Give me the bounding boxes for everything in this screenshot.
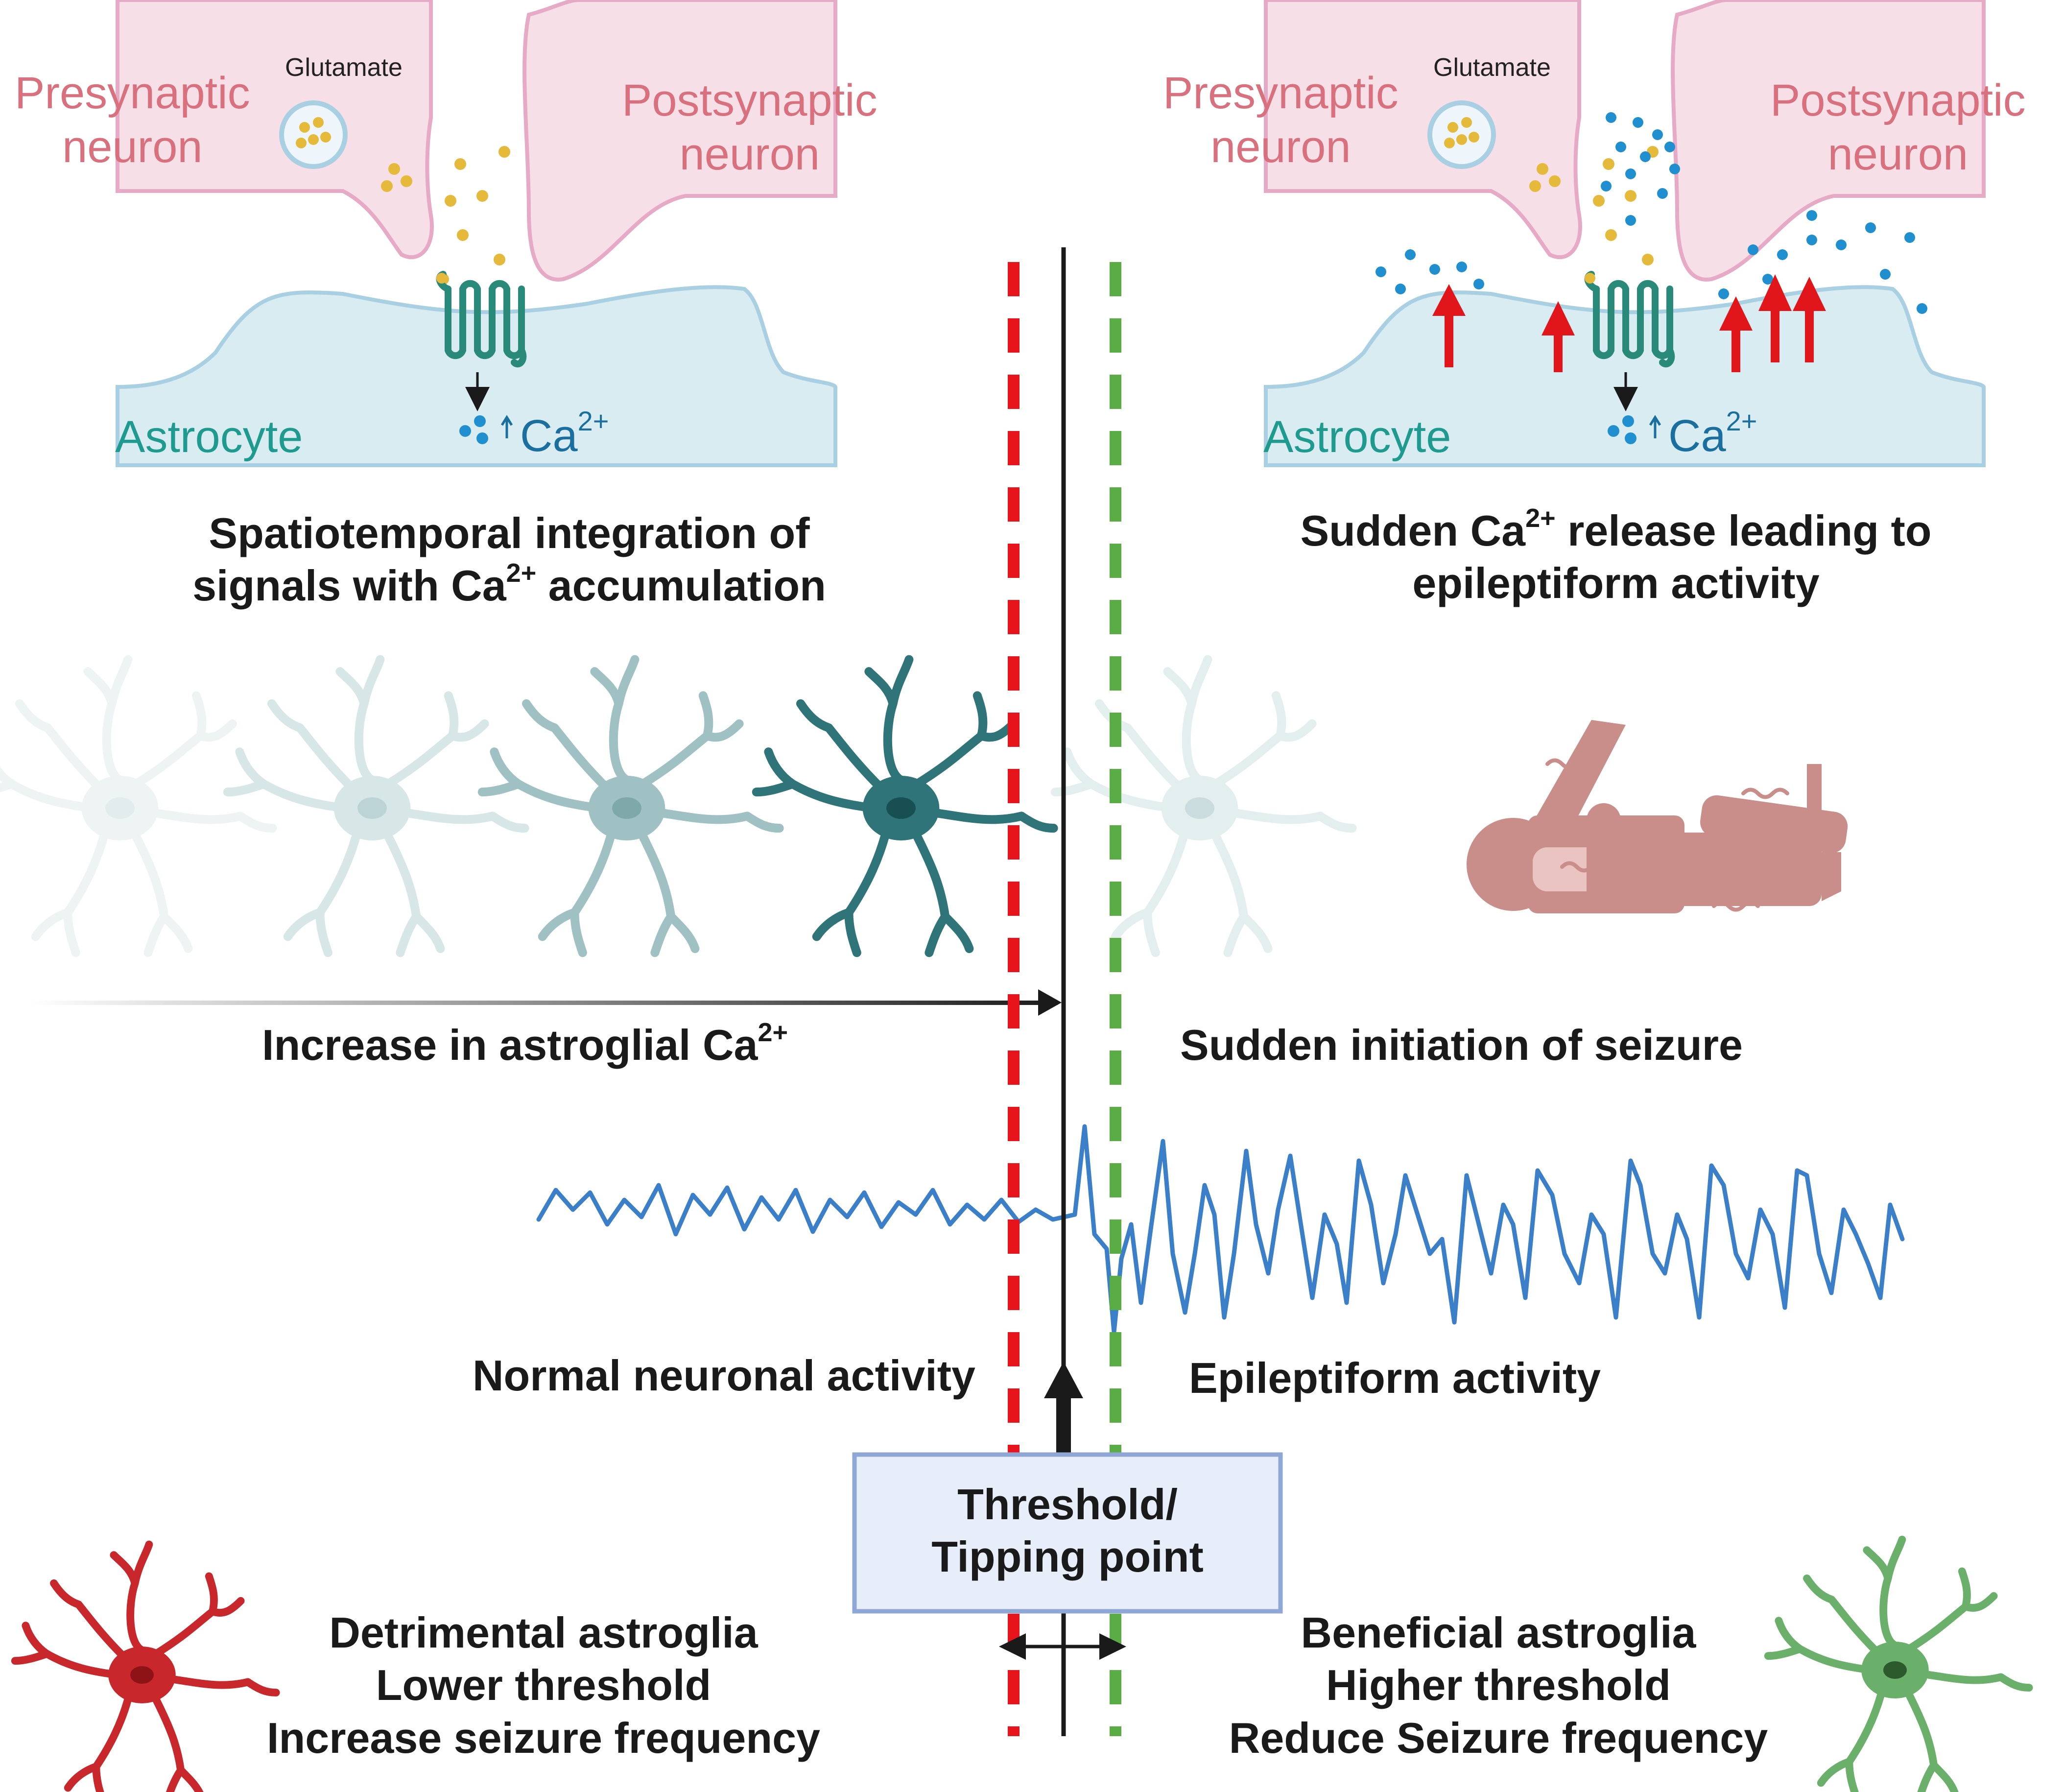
detrimental-caption: Detrimental astroglia Lower threshold In…	[255, 1606, 832, 1764]
calcium-up-arrow-right	[1649, 415, 1661, 438]
calcium-symbol-left: Ca	[520, 411, 578, 461]
vesicle-glutamate-right	[1444, 117, 1479, 148]
calcium-label-right: Ca2+	[1668, 407, 1757, 462]
caption-sudden-release-line1: Sudden Ca2+ release leading to	[1300, 503, 1932, 555]
astrocyte-icon-lightest	[0, 660, 273, 953]
presynaptic-label-right: Presynaptic neuron	[1163, 68, 1399, 172]
increase-arrow-head	[1038, 989, 1062, 1016]
calcium-dots-right	[1608, 415, 1636, 444]
threshold-box-line2: Tipping point	[931, 1532, 1204, 1581]
released-glutamate-left	[381, 146, 510, 285]
caption-normal-activity: Normal neuronal activity	[473, 1351, 975, 1400]
red-arrow	[1758, 274, 1792, 362]
threshold-box	[852, 1452, 1283, 1614]
detrimental-line2: Lower threshold	[376, 1661, 711, 1710]
beneficial-line3: Reduce Seizure frequency	[1229, 1713, 1768, 1762]
calcium-symbol-right: Ca	[1668, 411, 1726, 461]
presynaptic-terminal-right	[1264, 0, 1582, 260]
caption-spatiotemporal-line2: signals with Ca2+ accumulation	[192, 558, 826, 610]
caption-spatiotemporal: Spatiotemporal integration of signals wi…	[171, 507, 847, 612]
detrimental-line1: Detrimental astroglia	[329, 1608, 758, 1657]
red-arrow	[1719, 296, 1753, 372]
glutamate-label-left: Glutamate	[285, 53, 403, 82]
astrocyte-label-right: Astrocyte	[1263, 412, 1451, 462]
calcium-label-left: Ca2+	[520, 407, 609, 462]
postsynaptic-terminal-left	[522, 0, 837, 282]
synapse-left	[116, 0, 837, 467]
beneficial-caption: Beneficial astroglia Higher threshold Re…	[1209, 1606, 1787, 1764]
calcium-up-arrow-left	[500, 415, 513, 438]
red-arrow	[1541, 301, 1575, 372]
postsynaptic-terminal-right	[1671, 0, 1986, 282]
astrocyte-nuclei	[105, 797, 1214, 819]
tremor-lines	[1545, 758, 1789, 912]
increase-arrow-shaft	[29, 1001, 1058, 1005]
calcium-dots-left	[459, 415, 488, 444]
presynaptic-label-left: Presynaptic neuron	[15, 68, 250, 172]
threshold-up-arrow-shaft	[1056, 1391, 1071, 1455]
glutamate-label-right: Glutamate	[1433, 53, 1551, 82]
red-arrow	[1432, 284, 1466, 367]
released-glutamate-right	[1529, 146, 1659, 265]
beneficial-line2: Higher threshold	[1326, 1661, 1671, 1710]
calcium-charge-right: 2+	[1726, 406, 1757, 436]
neuronal-activity-trace	[536, 1124, 1905, 1335]
caption-epileptiform-activity: Epileptiform activity	[1189, 1354, 1601, 1402]
beneficial-astrocyte-nucleus	[1883, 1661, 1907, 1679]
threshold-box-label: Threshold/ Tipping point	[854, 1478, 1280, 1583]
vesicle-glutamate-left	[296, 117, 331, 148]
beneficial-line1: Beneficial astroglia	[1301, 1608, 1696, 1657]
calcium-charge-left: 2+	[577, 406, 609, 436]
seizure-patient-icon	[1467, 720, 1848, 913]
extracellular-calcium-right	[1375, 112, 1927, 314]
caption-sudden-release-line2: epileptiform activity	[1412, 559, 1820, 608]
threshold-shift-arrow	[999, 1633, 1126, 1660]
presynaptic-terminal-left	[116, 0, 434, 260]
postsynaptic-label-left: Postsynaptic neuron	[622, 75, 877, 180]
synapse-right	[1264, 0, 1986, 467]
receptor-right	[1584, 271, 1675, 368]
astrocyte-label-left: Astrocyte	[115, 412, 303, 462]
caption-spatiotemporal-line1: Spatiotemporal integration of	[209, 509, 810, 557]
caption-sudden-initiation: Sudden initiation of seizure	[1180, 1021, 1743, 1069]
postsynaptic-label-right: Postsynaptic neuron	[1770, 75, 2026, 180]
calcium-release-arrows	[1432, 274, 1826, 372]
detrimental-line3: Increase seizure frequency	[267, 1713, 820, 1762]
threshold-box-line1: Threshold/	[957, 1480, 1178, 1529]
detrimental-astrocyte-nucleus	[130, 1666, 154, 1684]
threshold-up-arrow-head	[1044, 1362, 1083, 1398]
caption-sudden-release: Sudden Ca2+ release leading to epileptif…	[1273, 504, 1959, 610]
caption-increase-calcium: Increase in astroglial Ca2+	[262, 1018, 788, 1069]
receptor-left	[436, 271, 527, 368]
red-arrow	[1793, 277, 1826, 362]
